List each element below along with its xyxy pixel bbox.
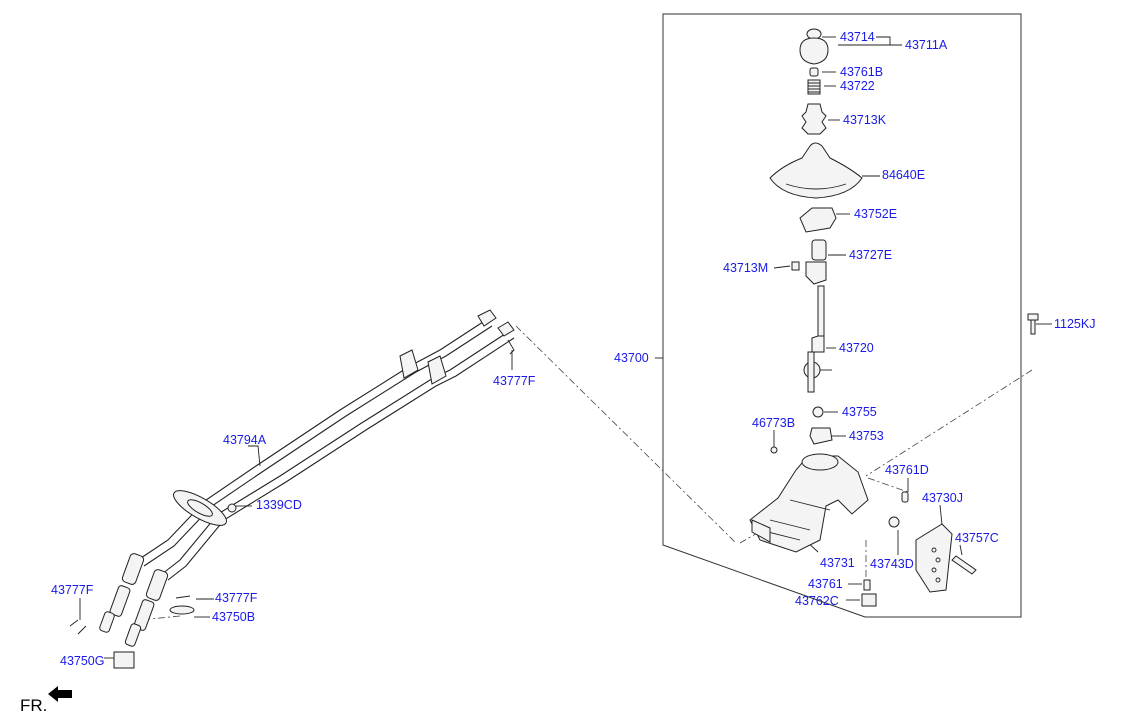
- bolt-1125KJ: [1027, 313, 1039, 335]
- assembly-frame: [662, 13, 1022, 618]
- label-43762C[interactable]: 43762C: [795, 594, 839, 608]
- label-43777F-top[interactable]: 43777F: [493, 374, 536, 388]
- shift-cables: [69, 309, 515, 669]
- bushing-small: [861, 593, 877, 607]
- label-43750B[interactable]: 43750B: [212, 610, 256, 624]
- shift-lever: [803, 285, 832, 393]
- label-43714[interactable]: 43714: [840, 30, 875, 44]
- lever-head: [791, 239, 827, 285]
- front-arrow-icon: [48, 686, 72, 702]
- label-43753[interactable]: 43753: [849, 429, 884, 443]
- label-43722[interactable]: 43722: [840, 79, 875, 93]
- label-43731[interactable]: 43731: [820, 556, 855, 570]
- label-43743D[interactable]: 43743D: [870, 557, 914, 571]
- label-43794A[interactable]: 43794A: [223, 433, 267, 447]
- label-43720[interactable]: 43720: [839, 341, 874, 355]
- label-43713K[interactable]: 43713K: [843, 113, 887, 127]
- label-43727E[interactable]: 43727E: [849, 248, 893, 262]
- label-1339CD[interactable]: 1339CD: [256, 498, 302, 512]
- bracket-plate: [915, 523, 953, 593]
- shift-base: [749, 453, 869, 553]
- label-43711A[interactable]: 43711A: [905, 38, 948, 52]
- bolt: [951, 555, 977, 575]
- front-orientation-label: FR.: [20, 696, 48, 715]
- label-43730J[interactable]: 43730J: [922, 491, 964, 505]
- label-43777F-mid[interactable]: 43777F: [215, 591, 258, 605]
- label-43761[interactable]: 43761: [808, 577, 843, 591]
- pin-small: [863, 579, 871, 591]
- clip: [770, 446, 778, 454]
- label-43761D[interactable]: 43761D: [885, 463, 929, 477]
- label-43700[interactable]: 43700: [614, 351, 649, 365]
- pin: [901, 491, 909, 503]
- label-43713M[interactable]: 43713M: [723, 261, 769, 275]
- label-43750G[interactable]: 43750G: [60, 654, 105, 668]
- bushing: [809, 427, 833, 445]
- label-1125KJ[interactable]: 1125KJ: [1054, 317, 1096, 331]
- bracket-holes: [931, 547, 941, 583]
- leader-lines: [79, 36, 1052, 659]
- retainer: [799, 207, 837, 233]
- label-43755[interactable]: 43755: [842, 405, 877, 419]
- label-43777F-left[interactable]: 43777F: [51, 583, 94, 597]
- ball: [812, 406, 824, 418]
- label-84640E[interactable]: 84640E: [882, 168, 926, 182]
- washer: [888, 516, 900, 528]
- shift-knob-parts: [799, 28, 829, 135]
- label-43752E[interactable]: 43752E: [854, 207, 898, 221]
- label-43761B[interactable]: 43761B: [840, 65, 884, 79]
- label-46773B[interactable]: 46773B: [752, 416, 796, 430]
- shift-boot: [769, 142, 863, 199]
- label-43757C[interactable]: 43757C: [955, 531, 999, 545]
